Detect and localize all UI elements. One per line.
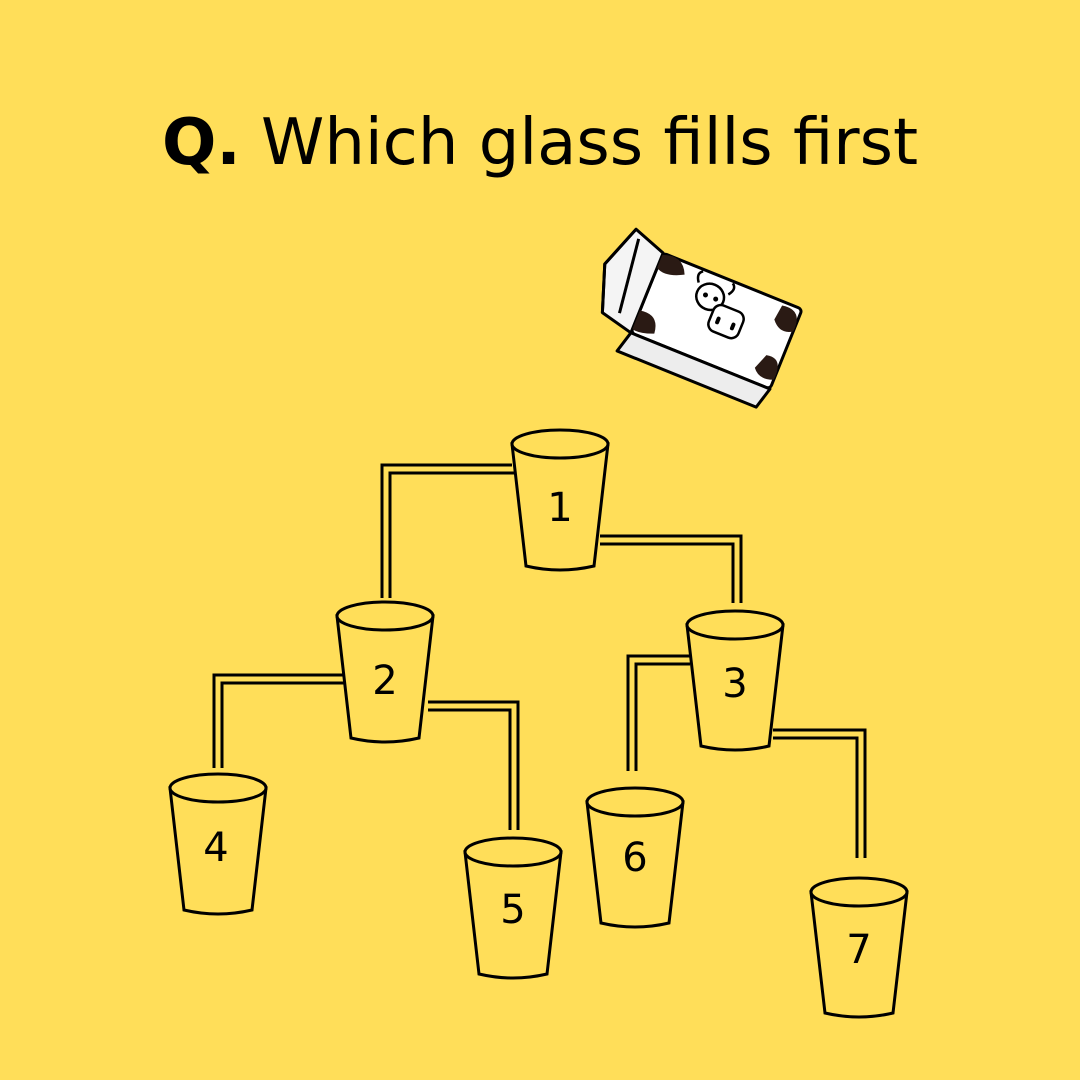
- glass-3[interactable]: 3: [685, 609, 785, 752]
- question-prefix: Q.: [161, 106, 241, 180]
- glass-6-label: 6: [622, 835, 647, 881]
- pipe-3-7-inner: [773, 736, 859, 858]
- glass-4[interactable]: 4: [168, 772, 268, 916]
- pipe-2-4: [212, 673, 347, 768]
- pipe-1-2: [380, 463, 512, 598]
- glass-3-label: 3: [722, 661, 747, 707]
- glass-1-label: 1: [547, 485, 572, 531]
- glass-7[interactable]: 7: [809, 876, 909, 1019]
- pipe-2-5-inner: [428, 708, 512, 830]
- pipe-3-6-inner: [634, 662, 690, 771]
- pipe-1-3-inner: [600, 542, 735, 603]
- question-text: Which glass fills first: [240, 106, 919, 180]
- glass-1[interactable]: 1: [510, 428, 610, 572]
- glass-6[interactable]: 6: [585, 786, 685, 929]
- pipes: [212, 463, 867, 858]
- glass-7-label: 7: [846, 927, 871, 973]
- pipe-2-5: [428, 700, 520, 830]
- glass-2[interactable]: 2: [335, 600, 435, 744]
- glass-5[interactable]: 5: [463, 836, 563, 980]
- glass-5-label: 5: [500, 887, 525, 933]
- milk-carton-cow-icon: [600, 227, 803, 409]
- glass-2-label: 2: [372, 658, 397, 704]
- pipe-2-4-inner: [220, 681, 347, 768]
- pipe-1-3: [600, 534, 743, 603]
- pipe-3-6: [626, 654, 690, 771]
- glasses: 1 2 3 4 5: [168, 428, 909, 1019]
- puzzle-title: Q. Which glass fills first: [0, 108, 1080, 178]
- pipe-3-7: [773, 728, 867, 858]
- pipe-1-2-inner: [388, 471, 515, 598]
- glass-4-label: 4: [203, 825, 228, 871]
